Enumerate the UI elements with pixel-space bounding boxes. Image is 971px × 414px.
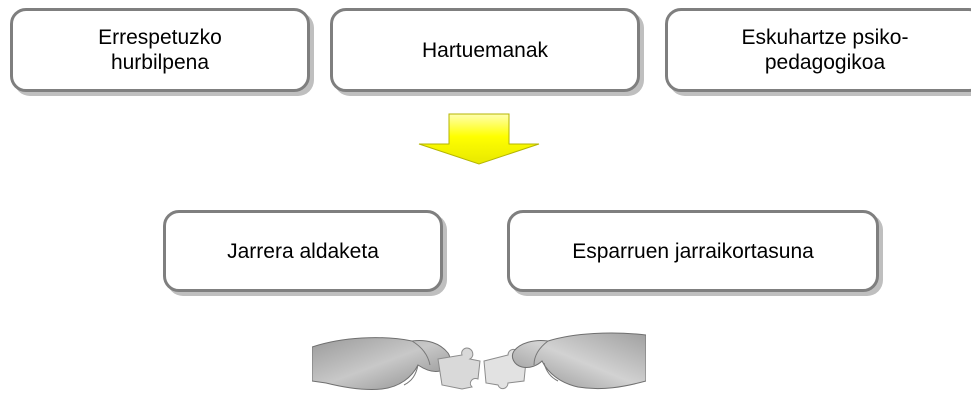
concept-box-hartuemanak: Hartuemanak <box>330 8 640 92</box>
concept-box-label: Esparruen jarraikortasuna <box>572 239 814 264</box>
concept-box-esparruen-jarraikortasuna: Esparruen jarraikortasuna <box>507 210 879 292</box>
concept-box-label-line: hurbilpena <box>110 51 210 74</box>
concept-box-label: Hartuemanak <box>422 38 548 63</box>
concept-box-label: Jarrera aldaketa <box>227 239 379 264</box>
puzzle-piece-left <box>437 347 481 390</box>
concept-box-label-line: Errespetuzko <box>98 26 222 49</box>
right-hand <box>511 332 646 390</box>
concept-box-label: Errespetuzko hurbilpena <box>98 25 222 75</box>
hands-puzzle-image <box>312 332 646 390</box>
down-arrow-icon <box>418 113 540 165</box>
concept-box-jarrera-aldaketa: Jarrera aldaketa <box>163 210 443 292</box>
concept-box-eskuhartze-psiko-pedagogikoa: Eskuhartze psiko- pedagogikoa <box>665 8 971 92</box>
concept-box-label: Eskuhartze psiko- pedagogikoa <box>742 25 909 75</box>
concept-box-label-line: pedagogikoa <box>764 51 886 74</box>
concept-box-label-line: Eskuhartze psiko- <box>741 26 909 49</box>
concept-box-label-line: Hartuemanak <box>421 38 549 62</box>
concept-box-label-line: Esparruen jarraikortasuna <box>572 239 814 263</box>
concept-box-label-line: Jarrera aldaketa <box>227 239 379 263</box>
concept-box-errespetuzko-hurbilpena: Errespetuzko hurbilpena <box>10 8 310 92</box>
